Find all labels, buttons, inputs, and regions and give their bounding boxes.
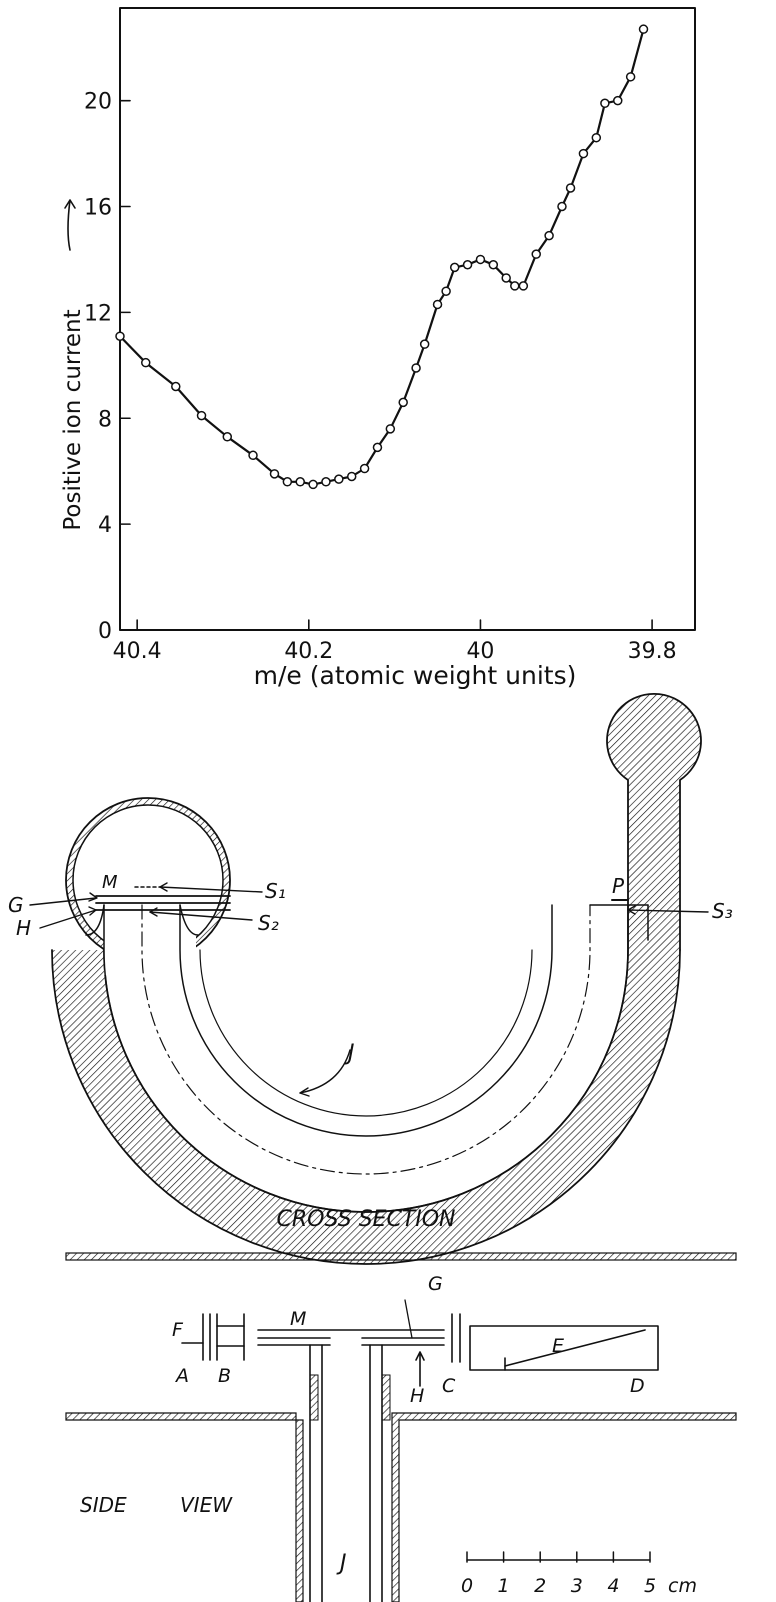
label-h-side: H xyxy=(410,1385,424,1407)
y-tick-label: 8 xyxy=(98,407,112,432)
ion-current-chart: 0 4 8 12 16 20 40.4 40.2 40 39.8 Positive ion cu… xyxy=(60,7,696,690)
x-tick-label: 40 xyxy=(466,639,494,664)
data-point xyxy=(419,339,430,349)
plot-frame xyxy=(119,7,696,631)
label-c: C xyxy=(442,1375,456,1397)
y-tick-label: 4 xyxy=(98,513,112,538)
scale-tick-label: 5 xyxy=(644,1575,656,1597)
scale-tick-label: 3 xyxy=(571,1575,583,1597)
label-h: H xyxy=(16,916,31,940)
bottom-wall-left xyxy=(65,1412,304,1602)
data-point xyxy=(613,95,623,106)
side-view-title-word2: VIEW xyxy=(180,1493,233,1517)
label-f: F xyxy=(172,1319,184,1341)
x-tick-label: 40.4 xyxy=(113,639,162,664)
data-point xyxy=(282,477,293,487)
x-tick-label: 39.8 xyxy=(628,639,677,664)
data-point xyxy=(346,471,357,482)
data-point xyxy=(449,262,460,273)
data-point xyxy=(638,24,649,34)
data-point xyxy=(385,424,396,434)
y-axis-label: Positive ion current xyxy=(60,309,86,530)
x-tick-label: 40.2 xyxy=(284,639,333,664)
y-tick-label: 20 xyxy=(84,90,112,115)
cross-section-diagram: M G H S₁ S₂ S₃ P J CROSS SECTION xyxy=(8,693,733,1265)
label-b: B xyxy=(218,1365,231,1387)
label-a: A xyxy=(174,1365,189,1387)
data-point xyxy=(398,397,408,408)
label-s1: S₁ xyxy=(265,879,286,903)
scale-tick-label: 2 xyxy=(534,1575,546,1597)
data-point xyxy=(115,331,125,341)
outer-envelope xyxy=(51,693,702,1265)
data-point xyxy=(591,132,602,143)
bottom-wall-right xyxy=(391,1412,737,1602)
label-e: E xyxy=(552,1335,564,1357)
data-point xyxy=(196,410,207,421)
data-point xyxy=(475,254,486,265)
scale-bar: 0 1 2 3 4 5 xyxy=(461,1551,656,1597)
data-point xyxy=(334,474,344,484)
y-tick-label: 16 xyxy=(84,196,112,221)
data-point xyxy=(295,477,305,487)
data-point xyxy=(531,249,541,259)
data-point xyxy=(222,432,233,442)
data-point xyxy=(462,259,473,270)
data-point xyxy=(441,286,451,296)
data-point xyxy=(359,463,370,474)
x-axis-label: m/e (atomic weight units) xyxy=(254,661,577,690)
label-m: M xyxy=(102,872,118,893)
data-point xyxy=(557,201,567,212)
data-point xyxy=(372,442,383,453)
label-s2: S₂ xyxy=(258,911,279,935)
label-m-side: M xyxy=(290,1308,306,1330)
data-point xyxy=(140,357,151,368)
x-axis-ticks: 40.4 40.2 40 39.8 xyxy=(113,619,677,664)
electrode-plates xyxy=(95,886,629,911)
data-point xyxy=(625,72,636,82)
side-view-title-word1: SIDE xyxy=(80,1493,127,1517)
y-axis-ticks: 0 4 8 12 16 20 xyxy=(84,90,131,644)
data-point xyxy=(411,363,421,373)
data-point xyxy=(488,259,499,270)
data-point xyxy=(171,381,181,392)
data-point xyxy=(321,477,331,487)
top-wall xyxy=(65,1252,737,1261)
data-point xyxy=(544,230,554,241)
y-tick-label: 0 xyxy=(98,619,112,644)
data-point xyxy=(269,469,280,479)
label-arrows xyxy=(29,882,709,1097)
data-point xyxy=(578,148,589,159)
label-p: P xyxy=(612,874,625,898)
label-g: G xyxy=(8,893,24,917)
label-s3: S₃ xyxy=(712,899,733,923)
side-view-diagram: F A B M G H C E D J SIDE VIEW 0 1 2 3 4 5 cm xyxy=(65,1252,737,1602)
cross-section-title: CROSS SECTION xyxy=(276,1207,455,1232)
y-axis-arrow-icon xyxy=(64,199,76,251)
data-point xyxy=(600,98,610,109)
electrode-stack xyxy=(181,1313,659,1602)
label-j-side: J xyxy=(336,1551,347,1576)
label-g-side: G xyxy=(428,1273,443,1295)
scale-unit: cm xyxy=(668,1575,697,1597)
data-point xyxy=(518,281,529,291)
scale-tick-label: 4 xyxy=(607,1575,619,1597)
data-points xyxy=(115,24,649,490)
scale-tick-label: 1 xyxy=(498,1575,510,1597)
data-point xyxy=(432,299,443,310)
data-point xyxy=(565,183,576,193)
scale-tick-label: 0 xyxy=(461,1575,473,1597)
data-point xyxy=(501,273,511,283)
label-d: D xyxy=(630,1375,645,1397)
inner-tube xyxy=(85,904,649,1213)
y-tick-label: 12 xyxy=(84,301,112,326)
data-point xyxy=(308,479,318,490)
data-point xyxy=(248,450,258,461)
data-point xyxy=(510,281,520,291)
